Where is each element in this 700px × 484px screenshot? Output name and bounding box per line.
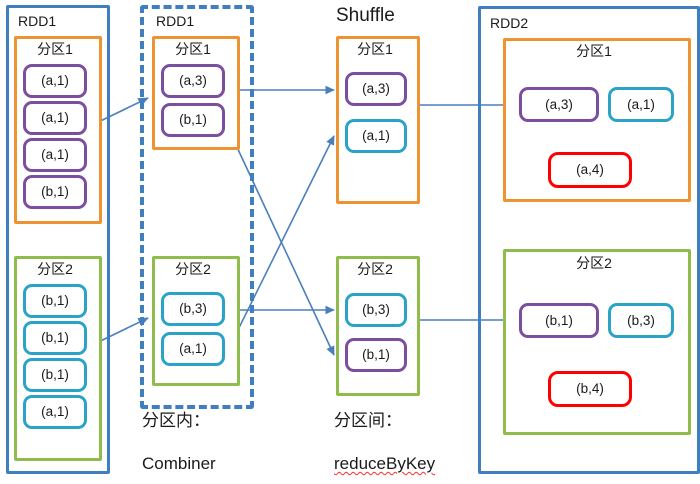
rdd1-combined-label: RDD1: [156, 13, 195, 29]
rdd1-source-container: [6, 5, 110, 474]
inter-partition-note-en: reduceByKey: [334, 454, 436, 473]
intra-partition-note-en: Combiner: [142, 454, 216, 473]
shuffle-title: Shuffle: [336, 5, 395, 26]
rdd2-container: [478, 6, 700, 474]
result-partition-1-title: 分区1: [576, 43, 612, 59]
source-partition-1-title: 分区1: [37, 41, 73, 57]
shuffle-p2-chip-2: (b,1): [345, 338, 407, 372]
result-p2-input-1: (b,1): [519, 303, 599, 338]
source-p1-chip-3: (a,1): [23, 138, 87, 172]
result-p2-output: (b,4): [548, 371, 632, 407]
shuffle-partition-2-title: 分区2: [357, 261, 393, 277]
inter-partition-note-cn: 分区间：: [334, 411, 402, 430]
rdd1-combined-container: [140, 5, 254, 409]
shuffle-p1-chip-1: (a,3): [345, 72, 407, 106]
source-p2-chip-1: (b,1): [23, 284, 87, 318]
rdd2-label: RDD2: [490, 15, 529, 31]
combined-partition-1-title: 分区1: [175, 41, 211, 57]
combined-p1-chip-2: (b,1): [161, 103, 225, 137]
combined-p2-chip-2: (a,1): [161, 332, 225, 366]
shuffle-p1-chip-2: (a,1): [345, 119, 407, 153]
rdd1-source-label: RDD1: [18, 13, 57, 29]
combined-partition-2-title: 分区2: [175, 261, 211, 277]
result-p2-input-2: (b,3): [608, 303, 674, 338]
result-p1-output: (a,4): [548, 152, 632, 188]
shuffle-partition-1-title: 分区1: [357, 41, 393, 57]
result-partition-2-title: 分区2: [576, 255, 612, 271]
result-p1-input-1: (a,3): [519, 87, 599, 122]
combined-p1-chip-1: (a,3): [161, 64, 225, 98]
intra-partition-note-cn: 分区内：: [142, 411, 210, 430]
result-p1-input-2: (a,1): [608, 87, 674, 122]
source-p2-chip-2: (b,1): [23, 321, 87, 355]
source-p2-chip-3: (b,1): [23, 358, 87, 392]
source-p2-chip-4: (a,1): [23, 395, 87, 429]
source-p1-chip-1: (a,1): [23, 64, 87, 98]
combined-p2-chip-1: (b,3): [161, 292, 225, 326]
shuffle-p2-chip-1: (b,3): [345, 293, 407, 327]
source-partition-2-title: 分区2: [37, 261, 73, 277]
source-p1-chip-2: (a,1): [23, 101, 87, 135]
source-p1-chip-4: (b,1): [23, 175, 87, 209]
result-partition-2: [503, 249, 691, 435]
